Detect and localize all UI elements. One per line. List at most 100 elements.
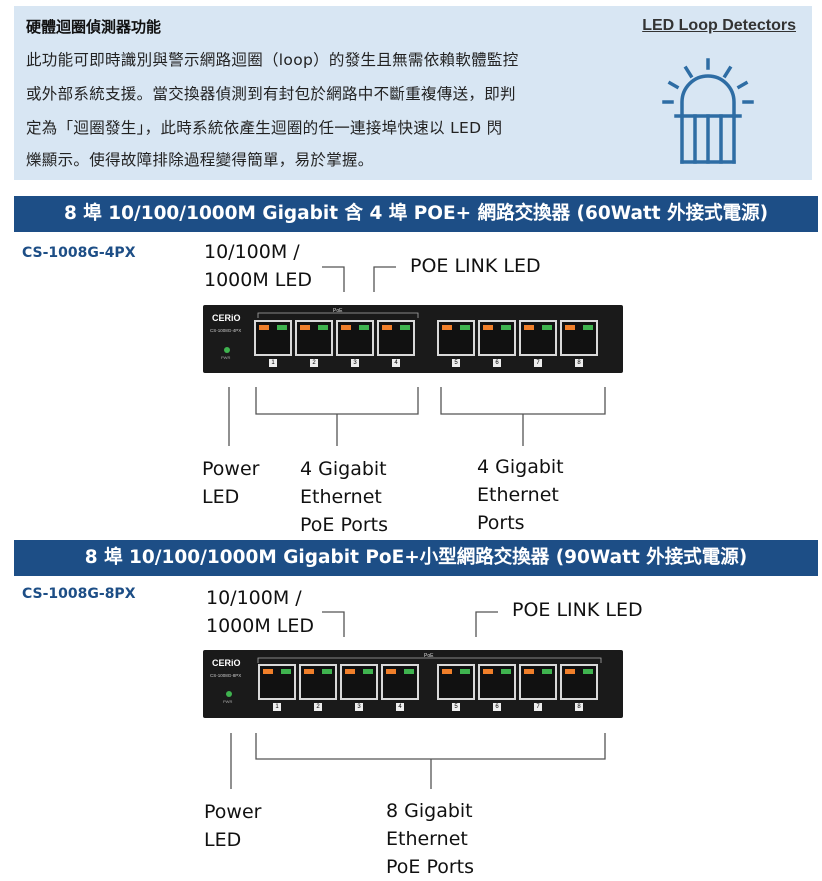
p1-power-led	[224, 347, 230, 353]
speed-led	[483, 669, 493, 674]
p1-pwr-text: PWR	[221, 355, 231, 360]
p2-poe-led-label: POE LINK LED	[512, 599, 643, 621]
port-number: 2	[314, 703, 322, 711]
speed-led	[259, 325, 269, 330]
speed-led	[565, 669, 575, 674]
link-led	[501, 669, 511, 674]
link-led	[359, 325, 369, 330]
speed-led	[345, 669, 355, 674]
p1-speed-led-pointer	[322, 266, 345, 292]
p1-poe-led-pointer	[373, 266, 396, 292]
port-number: 2	[310, 359, 318, 367]
link-led	[404, 669, 414, 674]
speed-led	[442, 325, 452, 330]
speed-led	[341, 325, 351, 330]
speed-led	[300, 325, 310, 330]
info-panel	[14, 6, 812, 180]
rj45-port	[437, 664, 475, 700]
link-led	[363, 669, 373, 674]
rj45-port	[560, 320, 598, 356]
p1-poe-tag: PoE	[333, 308, 343, 314]
p1-power-led-label: Power LED	[202, 458, 260, 508]
p2-poe-ports-label: 8 Gigabit Ethernet PoE Ports	[386, 800, 475, 878]
p1-poe-led-label: POE LINK LED	[410, 255, 541, 277]
port-number: 3	[355, 703, 363, 711]
p1-device-model: CS-1008G-4PX	[210, 328, 242, 333]
rj45-port	[519, 320, 557, 356]
p2-power-led-label: Power LED	[204, 801, 262, 851]
p1-port-area: 1 2 3 4 5 6 7 8	[254, 320, 614, 370]
info-line: 此功能可即時識別與警示網路迴圈（loop）的發生且無需依賴軟體監控	[26, 51, 519, 69]
info-title: 硬體迴圈偵測器功能	[26, 18, 162, 36]
p2-speed-led-label: 10/100M / 1000M LED	[206, 587, 315, 637]
info-brand-heading: LED Loop Detectors	[642, 17, 796, 34]
p1-poe-ports-label: 4 Gigabit Ethernet PoE Ports	[300, 458, 389, 536]
speed-led	[524, 325, 534, 330]
link-led	[277, 325, 287, 330]
p2-poe-ports-bracket	[255, 733, 606, 760]
product1-banner: 8 埠 10/100/1000M Gigabit 含 4 埠 POE+ 網路交換…	[14, 196, 818, 232]
p2-poe-tag: PoE	[424, 653, 434, 659]
speed-led	[304, 669, 314, 674]
link-led	[281, 669, 291, 674]
link-led	[583, 325, 593, 330]
rj45-port	[295, 320, 333, 356]
p2-pwr-text: PWR	[223, 699, 233, 704]
port-number: 4	[396, 703, 404, 711]
info-line: 或外部系統支援。當交換器偵測到有封包於網路中不斷重複傳送，即判	[26, 85, 516, 103]
speed-led	[483, 325, 493, 330]
rj45-port	[519, 664, 557, 700]
rj45-port	[478, 320, 516, 356]
p2-poe-led-pointer	[475, 611, 498, 637]
rj45-port	[560, 664, 598, 700]
port-number: 1	[269, 359, 277, 367]
link-led	[460, 325, 470, 330]
rj45-port	[299, 664, 337, 700]
p2-device-model: CS-1008G-8PX	[210, 673, 242, 678]
led-loop-icon	[662, 58, 754, 164]
p1-device-brand: CERiO	[212, 313, 241, 323]
speed-led	[263, 669, 273, 674]
p1-ports-label: 4 Gigabit Ethernet Ports	[477, 456, 564, 534]
speed-led	[524, 669, 534, 674]
link-led	[322, 669, 332, 674]
p2-power-led	[226, 691, 232, 697]
p1-ports-bracket	[440, 387, 606, 415]
port-number: 8	[575, 359, 583, 367]
port-number: 6	[493, 359, 501, 367]
rj45-port	[254, 320, 292, 356]
rj45-port	[478, 664, 516, 700]
p2-device-brand: CERiO	[212, 658, 241, 668]
info-line: 爍顯示。使得故障排除過程變得簡單，易於掌握。	[26, 151, 374, 169]
speed-led	[382, 325, 392, 330]
link-led	[542, 325, 552, 330]
speed-led	[442, 669, 452, 674]
port-number: 6	[493, 703, 501, 711]
rj45-port	[340, 664, 378, 700]
rj45-port	[381, 664, 419, 700]
port-number: 3	[351, 359, 359, 367]
port-number: 5	[452, 359, 460, 367]
product1-model: CS-1008G-4PX	[22, 245, 136, 261]
port-number: 7	[534, 359, 542, 367]
rj45-port	[377, 320, 415, 356]
rj45-port	[437, 320, 475, 356]
link-led	[583, 669, 593, 674]
port-number: 4	[392, 359, 400, 367]
port-number: 1	[273, 703, 281, 711]
link-led	[501, 325, 511, 330]
p2-speed-led-pointer	[322, 611, 345, 637]
product2-model: CS-1008G-8PX	[22, 586, 136, 602]
port-number: 7	[534, 703, 542, 711]
link-led	[460, 669, 470, 674]
link-led	[400, 325, 410, 330]
p1-speed-led-label: 10/100M / 1000M LED	[204, 241, 313, 291]
speed-led	[386, 669, 396, 674]
rj45-port	[336, 320, 374, 356]
link-led	[318, 325, 328, 330]
info-line: 定為「迴圈發生」，此時系統依產生迴圈的任一連接埠快速以 LED 閃	[26, 119, 503, 137]
rj45-port	[258, 664, 296, 700]
port-number: 8	[575, 703, 583, 711]
